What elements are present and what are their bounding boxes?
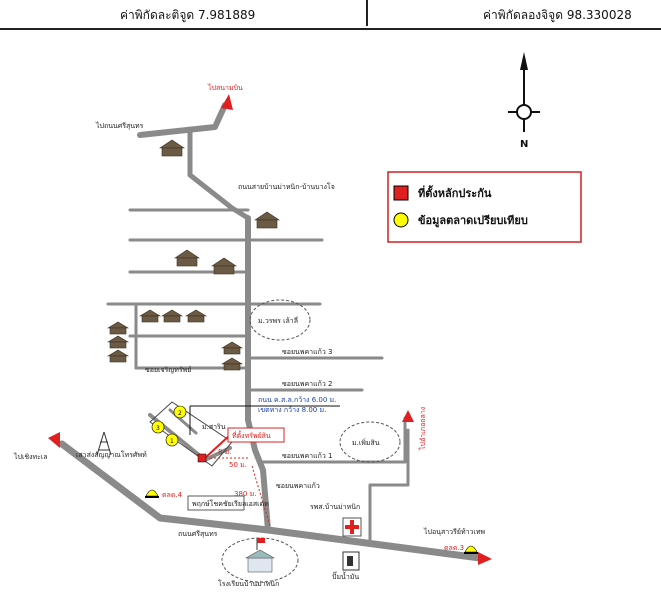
label-market-3: ตลด.3 [444,544,464,552]
house-icon [220,341,244,355]
market-bell-icon [464,545,478,554]
arrow-chonglake [48,432,60,448]
plot-number-2: 2 [178,410,182,417]
road-to-chalong [368,428,410,547]
label-dist-380: 380 ม. [234,490,256,498]
coordinate-header: ค่าพิกัดละติจูด 7.981889 ค่าพิกัดลองจิจู… [0,0,661,30]
label-road-main: ถนนสายบ้านม่าหนิก-บ้านบางโจ [238,182,335,191]
telecom-tower-icon [96,431,112,456]
legend-market-swatch [393,212,409,228]
sarisin-plot [149,401,233,467]
label-soi-3: ซอยนพคาแก้ว 3 [282,348,332,356]
site-label-box [227,427,285,443]
house-icon [220,357,244,371]
legend-market-label: ข้อมูลตลาดเปรียบเทียบ [418,214,528,228]
house-icon [106,349,130,363]
label-soi-charoen: ซอยเจริญทรัพย์ [145,366,191,374]
village-serm-circle [339,421,401,463]
house-icon [174,249,200,267]
arrow-airport [221,94,233,110]
legend-marker-swatch [393,185,409,201]
plot-number-1: 1 [170,438,174,445]
house-icon [211,257,237,275]
label-shop: พฤกษ์โชคชัยเรียลเอสเตท [192,499,269,508]
label-soi-1: ซอยนพคาแก้ว 1 [282,452,332,460]
gas-station-icon [342,551,360,571]
label-to-chalong: ไปอำเภอถลาง [418,407,427,451]
arrow-chalong [402,410,414,422]
market-circle-3 [151,420,165,434]
site-pointer-line [204,434,231,459]
label-site: ที่ตั้งทรัพย์สิน [232,429,271,440]
plot-number-3: 3 [156,425,160,432]
house-icon [106,321,130,335]
house-icon [159,139,185,157]
label-dist-50: 50 ม. [229,461,247,469]
house-icon [160,309,184,323]
label-village-serm: ม.เพิ่มสิน [352,438,380,447]
label-road-width-1: ถนน ค.ส.ล.กว้าง 6.00 ม. [258,396,336,404]
market-bell-icon [145,489,159,498]
label-telecom: เสาส่งสัญญาณโทรศัพท์ [76,450,147,459]
house-icon [138,309,162,323]
roads [58,102,484,562]
longitude-label: ค่าพิกัดลองจิจูด 98.330028 [483,8,632,22]
market-circle-2 [173,405,187,419]
label-road-width-2: เขตทาง กว้าง 8.00 ม. [258,406,326,414]
shop-box [187,495,245,511]
road-to-airport [137,102,228,138]
houses [106,139,280,371]
hospital-icon [342,517,362,537]
latitude-label: ค่าพิกัดละติจูด 7.981889 [120,8,256,22]
house-icon [254,211,280,229]
site-marker [197,453,207,463]
label-market-4: ตลด.4 [162,491,183,499]
road-srisoontorn [58,440,484,562]
label-soi-main: ซอยนพคาแก้ว [276,482,320,490]
legend-box [387,171,582,243]
label-to-sarasin: ไปอนุสาวรีย์ท้าวเทพ [423,527,485,536]
label-hospital: รพส.บ้านม่าหนิก [310,503,360,511]
label-dist-8: 8 ม. [218,448,232,456]
label-gas: ปั๊มน้ำมัน [332,570,359,581]
north-arrow-icon [508,52,540,132]
label-village-sarisin: ม.สาริน [202,423,226,431]
school-icon [244,538,276,573]
arrow-sarasin [478,552,492,565]
label-to-thepkrasattri: ไปถนนศรีสุนทร [95,121,144,130]
road-main-vertical [245,215,271,533]
market-circle-1 [165,433,179,447]
label-road-srisoontorn: ถนนศรีสุนทร [178,530,218,538]
label-soi-2: ซอยนพคาแก้ว 2 [282,380,332,388]
north-label: N [520,139,528,150]
legend [387,171,582,243]
location-map: ที่ตั้งหลักประกัน ข้อมูลตลาดเปรียบเทียบ … [13,52,582,588]
label-to-airport: ไปสนามบิน [207,83,243,92]
house-icon [106,335,130,349]
school-circle [221,537,299,583]
house-icon [184,309,208,323]
village-woraporn-circle [249,299,311,341]
label-village-woraporn: ม.วรพร เล้าลี่ [258,316,298,325]
label-school: โรงเรียนบ้านม่าหนิก [218,579,279,588]
distance-line-380 [251,465,271,527]
label-to-chonglake: ไปเชิงทะเล [13,452,48,461]
legend-marker-label: ที่ตั้งหลักประกัน [418,185,492,200]
road-north-link [187,129,251,221]
coordinate-divider [366,0,368,26]
